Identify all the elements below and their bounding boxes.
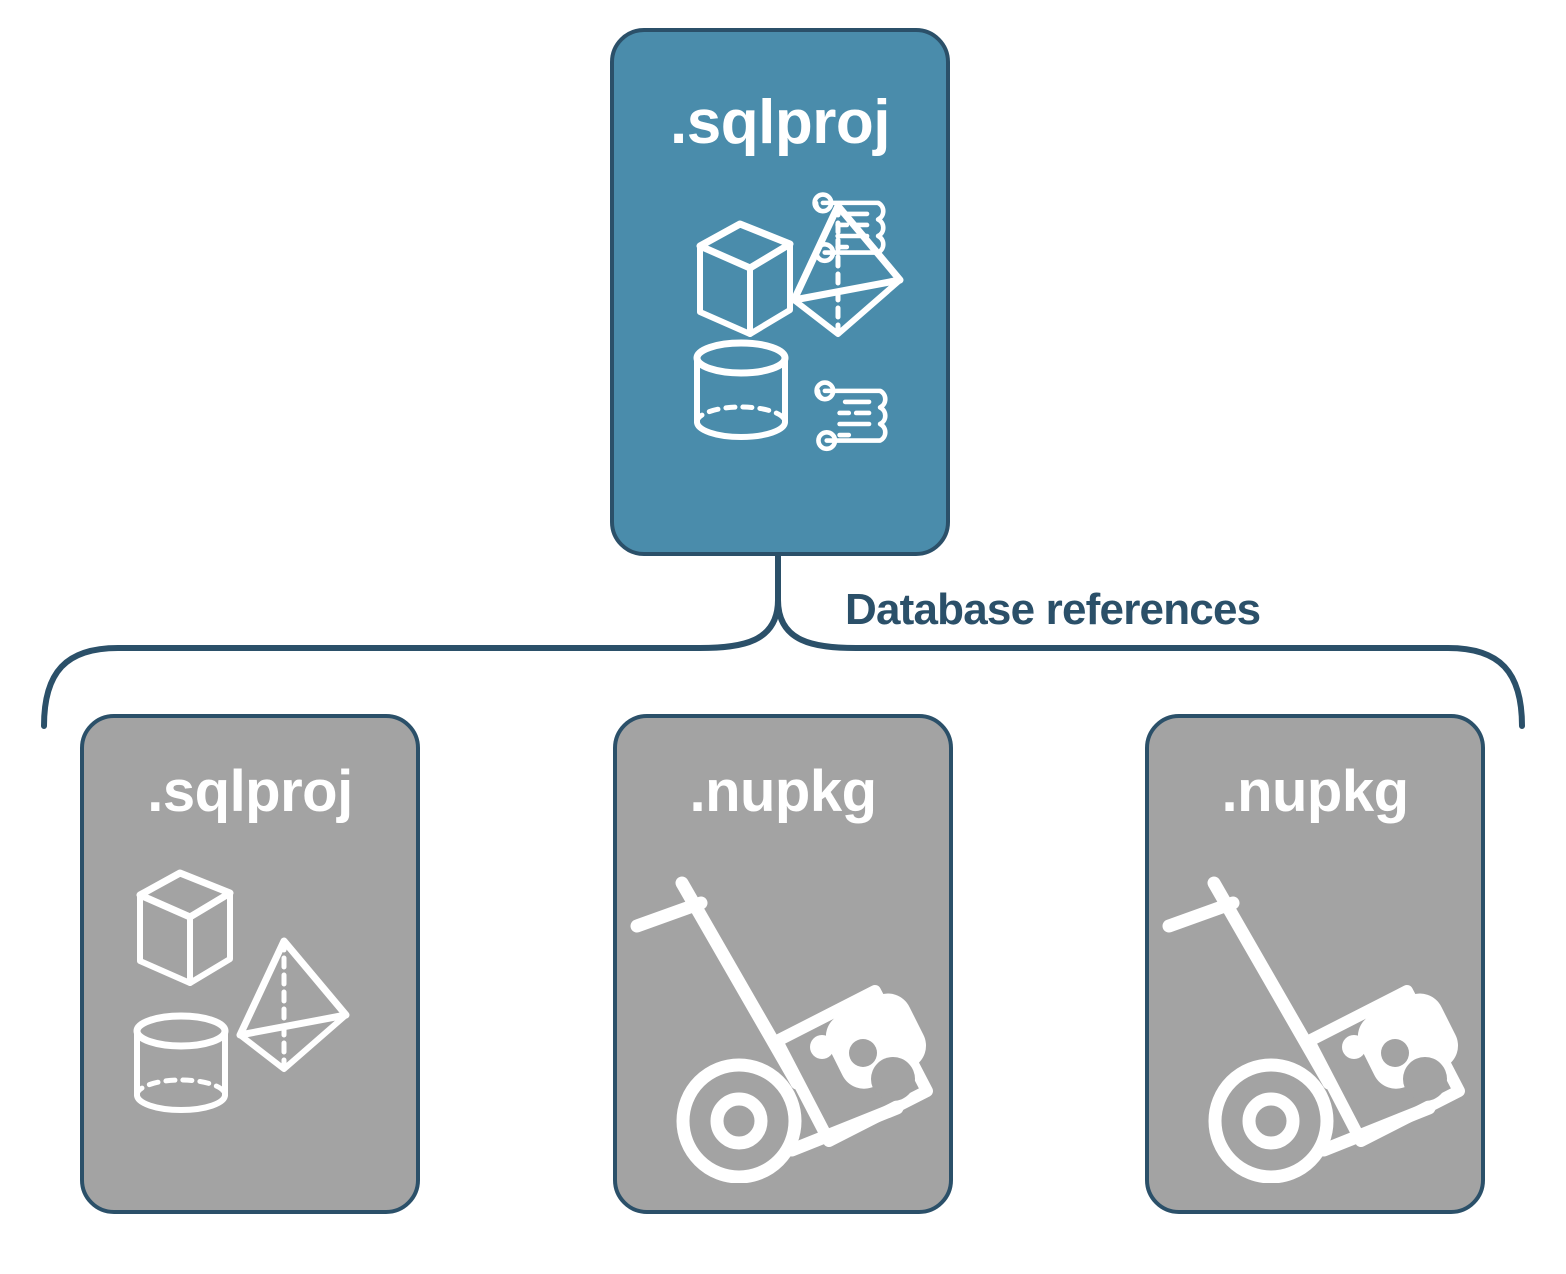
node-nupkg-1[interactable]: .nupkg (613, 714, 953, 1214)
scroll-icon (814, 380, 888, 452)
child-node-icon-group (1149, 853, 1481, 1184)
node-title: .nupkg (689, 759, 877, 824)
scroll-icon (812, 192, 886, 264)
node-sqlproj-child[interactable]: .sqlproj (80, 714, 420, 1214)
node-title: .nupkg (1221, 759, 1409, 824)
shapes-icons-svg (133, 869, 350, 1113)
cylinder-icon (693, 339, 789, 440)
cylinder-icon (133, 1012, 229, 1113)
top-node-icons-svg (693, 192, 904, 452)
node-nupkg-2[interactable]: .nupkg (1145, 714, 1485, 1214)
node-title: .sqlproj (670, 88, 890, 157)
nuget-dot-icon (810, 1035, 834, 1059)
connector-label: Database references (845, 585, 1261, 634)
pyramid-icon (236, 937, 350, 1072)
hand-truck-package-icon-svg (630, 876, 933, 1184)
child-node-icon-group (84, 853, 416, 1183)
cube-icon (136, 869, 234, 986)
bracket-left (41, 597, 781, 729)
nuget-dot-icon (1342, 1035, 1366, 1059)
nuget-logo-cutouts (1381, 1039, 1447, 1101)
cube-icon (696, 220, 794, 337)
child-node-icon-group (617, 853, 949, 1184)
hand-truck-package-icon (630, 876, 933, 1184)
node-sqlproj-top[interactable]: .sqlproj (610, 28, 950, 556)
node-title: .sqlproj (147, 759, 353, 824)
nuget-logo-cutouts (849, 1039, 915, 1101)
hand-truck-package-icon (1162, 876, 1465, 1184)
hand-truck-package-icon-svg (1162, 876, 1465, 1184)
top-node-icon-group (614, 182, 946, 472)
